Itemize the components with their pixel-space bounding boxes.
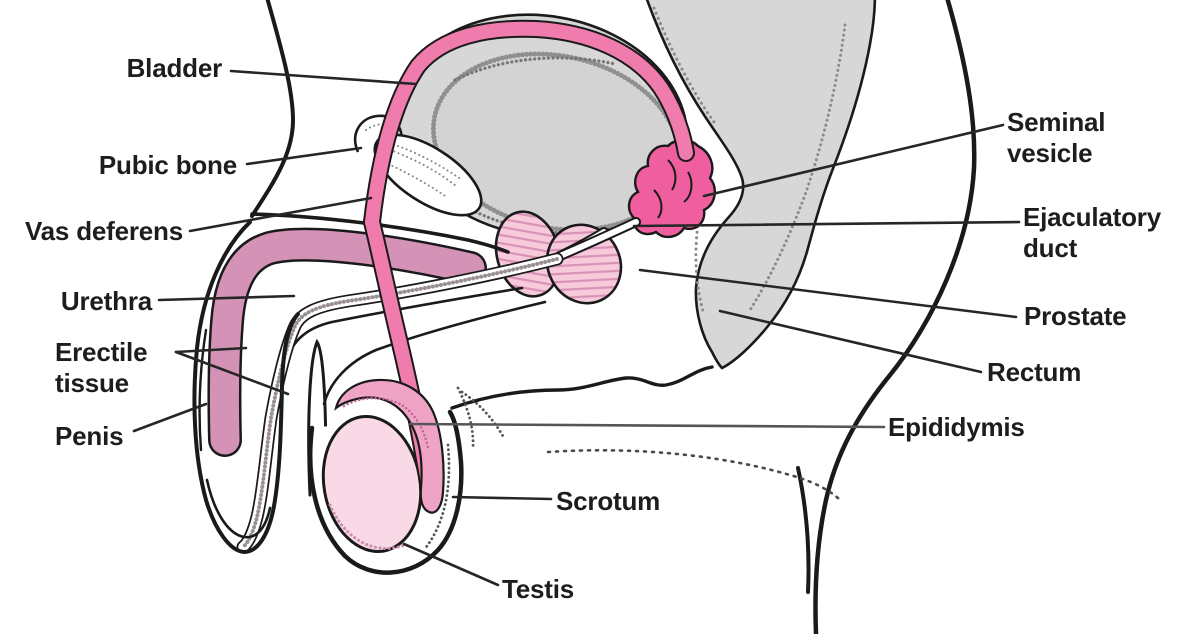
label-prostate: Prostate (1024, 301, 1127, 331)
leader-urethra (157, 294, 296, 302)
label-seminal-vesicle: Seminal vesicle (1007, 107, 1106, 168)
rectum-shape (645, 0, 877, 370)
pubic-bone-hatch (365, 122, 463, 199)
leader-lines (132, 69, 1021, 587)
leader-rectum (718, 309, 983, 374)
leader-penis (132, 402, 208, 433)
glans-inner-line (205, 478, 272, 539)
label-scrotum: Scrotum (556, 486, 661, 516)
label-testis: Testis (502, 574, 575, 604)
rectum-stipple (748, 23, 847, 312)
label-pubic-bone: Pubic bone (98, 150, 237, 180)
label-rectum: Rectum (987, 357, 1082, 387)
epididymis-shape (334, 378, 445, 514)
back-body-outline (813, 0, 977, 634)
epididymis-stipple (342, 397, 430, 450)
label-penis: Penis (55, 421, 124, 451)
leader-testis (402, 542, 500, 587)
thigh-fold-stipple (546, 448, 842, 502)
leader-pubic-bone (245, 146, 363, 166)
abdomen-outline (250, 0, 296, 218)
scrotum-stipple (422, 386, 506, 552)
leader-seminal-vesicle (702, 123, 1005, 198)
leader-vas-deferens (188, 196, 373, 233)
perineum-outline (450, 365, 714, 410)
label-epididymis: Epididymis (888, 412, 1025, 442)
label-bladder: Bladder (126, 53, 223, 83)
leader-ejaculatory-duct (632, 220, 1021, 228)
penis-dorsal-outline (250, 212, 510, 254)
shaft-layer-line-2 (322, 300, 547, 406)
label-erectile-tissue: Erectile tissue (55, 337, 148, 398)
label-ejaculatory-duct: Ejaculatory duct (1023, 202, 1161, 263)
penis-outline (192, 220, 300, 555)
pubic-bone-shape (373, 133, 483, 217)
testis-stipple (328, 503, 407, 550)
label-vas-deferens: Vas deferens (24, 216, 183, 246)
seminal-vesicle-lobes (653, 159, 693, 219)
leader-prostate (638, 268, 1018, 319)
leader-erectile-tissue-2 (174, 350, 290, 396)
thigh-outline (796, 466, 811, 594)
leader-scrotum (451, 495, 553, 501)
shaft-layer-line-1 (285, 286, 524, 362)
leader-bladder (229, 69, 418, 86)
leader-erectile-tissue-1 (174, 346, 248, 354)
penis-inner-line (198, 328, 208, 452)
leader-epididymis (408, 422, 886, 429)
label-urethra: Urethra (60, 286, 152, 316)
